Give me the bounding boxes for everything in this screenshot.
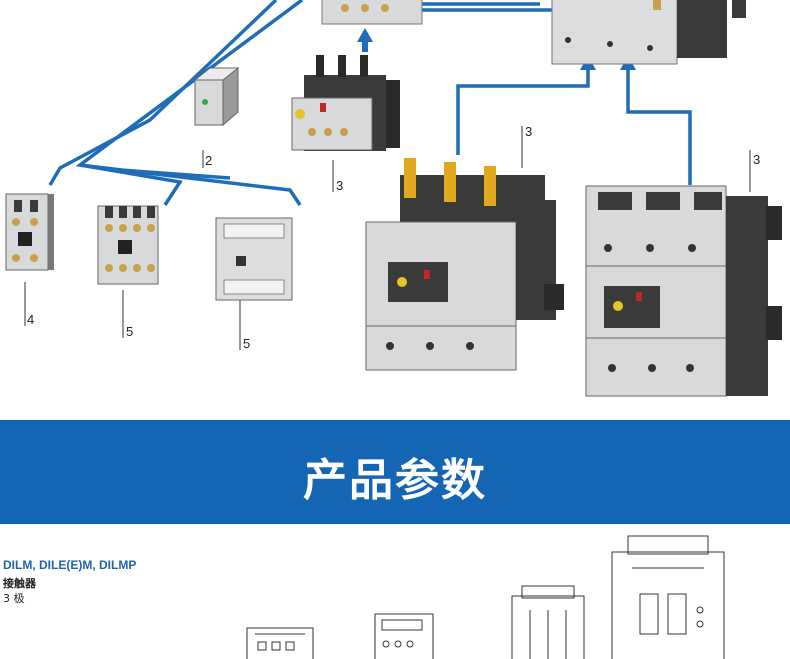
contactor-drawing-large	[511, 585, 585, 659]
large-overload-relay	[365, 158, 564, 371]
aux-contact-four-pole	[97, 205, 159, 285]
callout-5-electronic: 5	[243, 336, 251, 351]
section-banner: 产品参数	[0, 420, 790, 524]
callout-3-contactor: 3	[753, 152, 761, 167]
product-series: DILM, DILE(E)M, DILMP	[3, 558, 137, 572]
callout-2: 2	[205, 153, 213, 168]
product-type: 接触器	[3, 577, 36, 590]
accessory-diagram	[5, 0, 782, 397]
callout-4: 4	[27, 312, 35, 327]
contactor-drawing-medium	[374, 613, 434, 659]
aux-contact-electronic	[215, 217, 293, 301]
callout-3-large-relay: 3	[525, 124, 533, 139]
callout-5-four-pole: 5	[126, 324, 134, 339]
contactor-drawing-small	[246, 627, 314, 659]
contactor-line-drawings	[246, 535, 725, 659]
suppressor-module	[193, 66, 240, 127]
contactor-drawing-xlarge	[611, 535, 725, 659]
large-contactor-with-relay	[585, 185, 782, 397]
top-device-right	[551, 0, 746, 65]
aux-contact-small	[5, 193, 54, 271]
callout-leaders	[24, 126, 751, 350]
top-device-left	[321, 0, 423, 25]
banner-title: 产品参数	[303, 455, 487, 506]
product-poles: 3 极	[3, 592, 25, 605]
small-overload-relay	[291, 55, 400, 151]
callout-3-small-relay: 3	[336, 178, 344, 193]
